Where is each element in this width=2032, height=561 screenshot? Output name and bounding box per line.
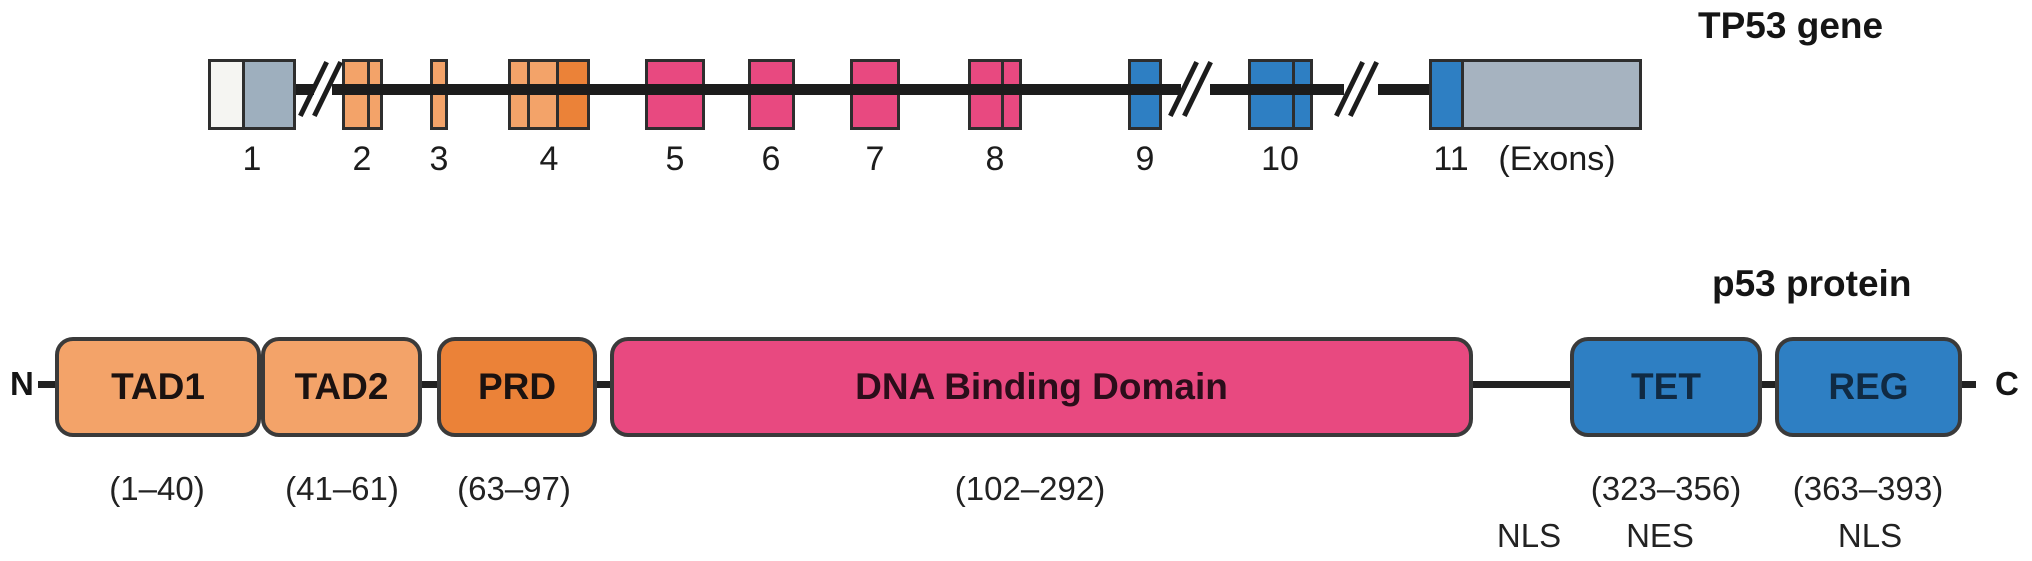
exon-number-label: 5: [665, 140, 685, 178]
protein-backbone: [1473, 381, 1570, 388]
protein-title: p53 protein: [1712, 263, 1912, 304]
signal-label-nls-2: NLS: [1837, 517, 1903, 554]
domain-range-label: (1–40): [109, 470, 205, 507]
signal-label-nls-0: NLS: [1496, 517, 1562, 554]
exon-number-label: 1: [242, 140, 262, 178]
gene-title: TP53 gene: [1698, 5, 1884, 46]
intron-line: [1378, 84, 1429, 95]
line-break-icon: [1182, 60, 1213, 118]
exon-box: [1429, 59, 1642, 130]
gene-diagram: 1 2 3 4 5 6 7 8 9 10 11: [0, 0, 2032, 200]
exon-number-label: 3: [429, 140, 449, 178]
exon-number-label: 9: [1135, 140, 1155, 178]
protein-backbone: [1960, 381, 1976, 388]
signal-label-nes-1: NES: [1626, 517, 1694, 554]
protein-backbone: [420, 381, 440, 388]
exon-number-label: 10: [1261, 140, 1299, 178]
exon-number-label: 2: [352, 140, 372, 178]
n-terminal-label: N: [10, 365, 34, 402]
domain-range-label: (63–97): [457, 470, 571, 507]
intron-line: [332, 84, 1181, 95]
domain-range-label: (363–393): [1792, 470, 1944, 507]
exon-segment: [211, 62, 243, 127]
domain-box-dna-binding-domain: DNA Binding Domain: [610, 337, 1473, 437]
domain-box-reg: REG: [1775, 337, 1962, 437]
exon-number-label: 11: [1433, 140, 1469, 178]
domain-box-tad1: TAD1: [55, 337, 261, 437]
domain-box-tet: TET: [1570, 337, 1762, 437]
protein-backbone: [595, 381, 612, 388]
exon-segment: [1432, 62, 1461, 127]
protein-backbone: [38, 381, 55, 388]
domain-box-prd: PRD: [437, 337, 597, 437]
exon-segment: [242, 62, 293, 127]
domain-range-label: (41–61): [285, 470, 399, 507]
domain-range-label: (102–292): [954, 470, 1106, 507]
protein-backbone: [1760, 381, 1777, 388]
intron-line: [1210, 84, 1344, 95]
exon-box: [208, 59, 296, 130]
exon-number-label: 7: [865, 140, 885, 178]
exon-number-label: 8: [985, 140, 1005, 178]
intron-line: [296, 84, 314, 95]
exons-caption: (Exons): [1498, 140, 1616, 178]
exon-segment: [1460, 62, 1639, 127]
exon-number-label: 6: [761, 140, 781, 178]
domain-box-tad2: TAD2: [261, 337, 422, 437]
protein-diagram: TAD1 (1–40) TAD2 (41–61) PRD (63–97) DNA Bindi…: [0, 250, 2032, 561]
line-break-icon: [1348, 60, 1379, 118]
c-terminal-label: C: [1995, 365, 2019, 402]
domain-range-label: (323–356): [1590, 470, 1742, 507]
exon-number-label: 4: [539, 140, 559, 178]
